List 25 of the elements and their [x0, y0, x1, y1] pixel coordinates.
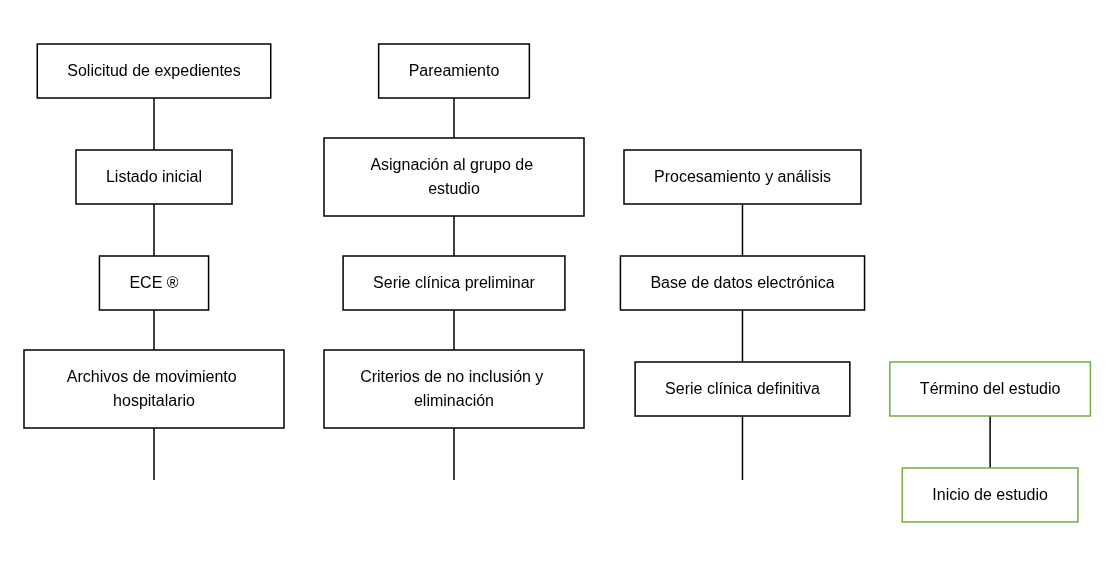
connector	[742, 309, 744, 363]
node-box: Base de datos electrónica	[620, 255, 866, 311]
node-box: Procesamiento y análisis	[623, 149, 863, 205]
node-box: Inicio de estudio	[901, 467, 1079, 523]
connector	[453, 427, 456, 481]
connector	[153, 97, 156, 151]
node-box: Pareamiento	[378, 43, 531, 99]
connector	[153, 203, 156, 257]
connector	[153, 427, 156, 481]
node-box: Serie clínica definitiva	[634, 361, 851, 417]
node-box: Archivos de movimiento hospitalario	[23, 349, 286, 429]
node-box: Serie clínica preliminar	[342, 255, 566, 311]
node-box: Listado inicial	[75, 149, 234, 205]
node-box: Asignación al grupo de estudio	[323, 137, 586, 217]
node-box: ECE ®	[99, 255, 210, 311]
connector	[453, 215, 456, 257]
connector	[742, 203, 744, 257]
connector	[453, 309, 456, 351]
connector	[153, 309, 156, 351]
connector	[989, 415, 992, 469]
node-box: Término del estudio	[889, 361, 1092, 417]
connector	[742, 415, 744, 481]
node-box: Solicitud de expedientes	[36, 43, 272, 99]
node-box: Criterios de no inclusión y eliminación	[323, 349, 586, 429]
connector	[453, 97, 456, 139]
